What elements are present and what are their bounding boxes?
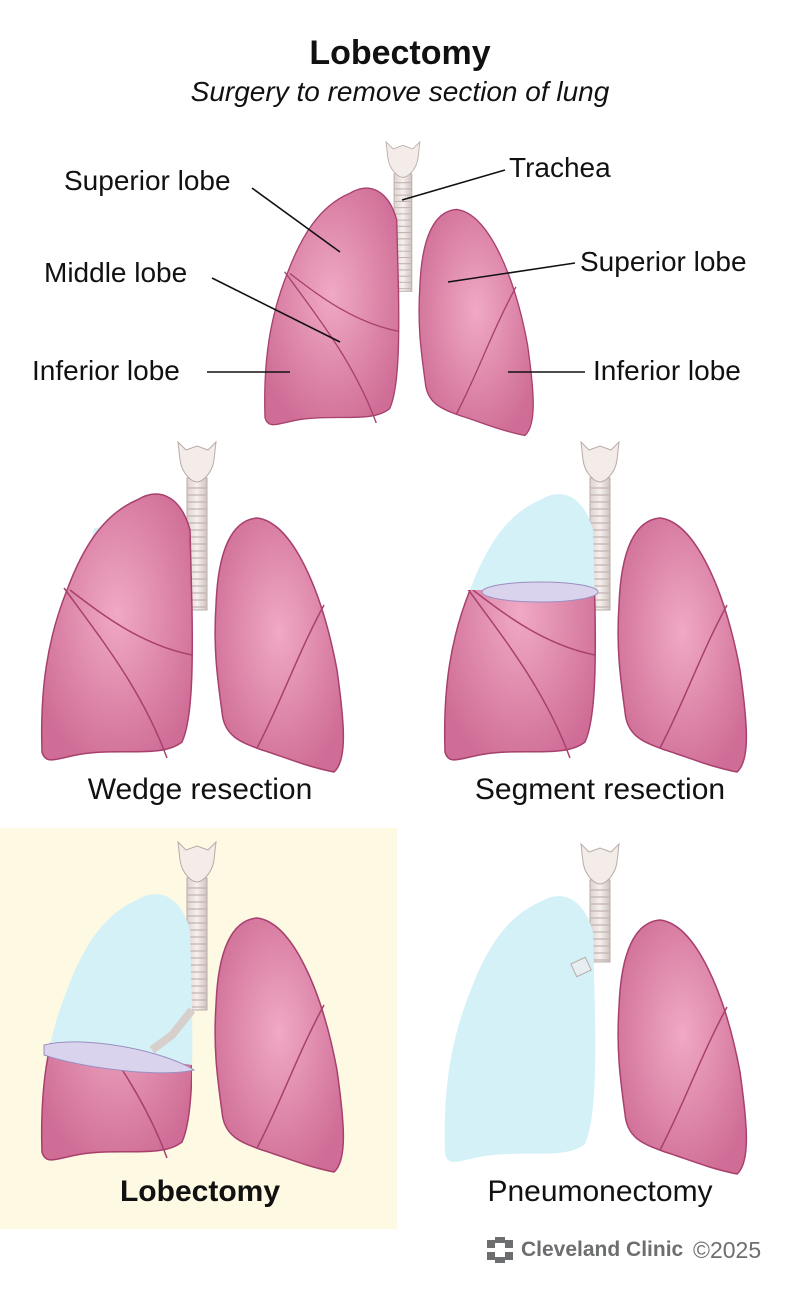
caption-pneumonectomy: Pneumonectomy xyxy=(487,1175,713,1208)
wedge-resection-lungs xyxy=(40,440,345,773)
right-lung xyxy=(443,590,597,761)
right-lung-shape xyxy=(40,1040,192,1161)
larynx xyxy=(177,840,217,883)
label-superior-lobe-right: Superior lobe xyxy=(64,165,231,196)
trachea xyxy=(385,140,421,292)
pneumonectomy-lungs xyxy=(444,842,748,1175)
right-horizontal-fissure xyxy=(289,272,399,333)
right-lung xyxy=(264,187,400,426)
leader-lines xyxy=(207,169,585,373)
larynx xyxy=(580,842,620,885)
cleveland-clinic-logo-icon xyxy=(487,1237,513,1263)
larynx xyxy=(177,440,217,483)
brand-name: Cleveland Clinic xyxy=(521,1238,684,1261)
left-lung xyxy=(214,517,345,773)
label-superior-lobe-left: Superior lobe xyxy=(580,246,747,277)
right-horizontal-fissure xyxy=(69,589,193,656)
larynx xyxy=(580,440,620,483)
left-oblique-fissure xyxy=(455,286,517,415)
larynx xyxy=(385,140,421,178)
right-lung-shape xyxy=(40,493,194,761)
segment-resection-lungs xyxy=(443,440,748,773)
right-lung-shape xyxy=(264,187,400,426)
cleveland-clinic-logo: Cleveland Clinic xyxy=(487,1237,683,1263)
right-lung-removed-area xyxy=(444,896,596,1162)
anatomy-lungs xyxy=(264,140,534,437)
copyright: ©2025 xyxy=(693,1237,762,1263)
trachea xyxy=(177,840,217,1011)
caption-wedge-resection: Wedge resection xyxy=(87,773,313,806)
right-lung xyxy=(40,493,194,761)
page-subtitle: Surgery to remove section of lung xyxy=(190,76,610,107)
label-trachea: Trachea xyxy=(509,152,611,183)
page-title: Lobectomy xyxy=(309,34,491,72)
caption-segment-resection: Segment resection xyxy=(474,773,726,806)
trachea xyxy=(580,440,620,611)
left-oblique-fissure xyxy=(256,1004,325,1149)
bronchus-stump xyxy=(149,1007,196,1054)
cut-surface xyxy=(481,581,599,603)
right-oblique-fissure xyxy=(467,590,571,759)
label-middle-lobe: Middle lobe xyxy=(44,257,188,288)
bronchus-stump xyxy=(570,956,592,978)
left-oblique-fissure xyxy=(659,1006,728,1151)
right-oblique-fissure xyxy=(63,587,168,759)
label-inferior-lobe-left: Inferior lobe xyxy=(593,355,741,386)
left-oblique-fissure xyxy=(659,604,728,749)
lobectomy-lungs xyxy=(40,840,345,1173)
left-oblique-fissure xyxy=(256,604,325,749)
label-inferior-lobe-right: Inferior lobe xyxy=(32,355,180,386)
right-horizontal-fissure xyxy=(472,590,596,656)
caption-lobectomy: Lobectomy xyxy=(119,1175,281,1208)
right-lung-shape xyxy=(443,590,597,761)
left-lung xyxy=(214,917,345,1173)
cut-surface xyxy=(43,1041,196,1074)
left-lung xyxy=(617,517,748,773)
left-lung xyxy=(418,208,534,437)
right-oblique-fissure xyxy=(284,271,377,424)
trachea xyxy=(177,440,217,611)
left-lung xyxy=(617,919,748,1175)
